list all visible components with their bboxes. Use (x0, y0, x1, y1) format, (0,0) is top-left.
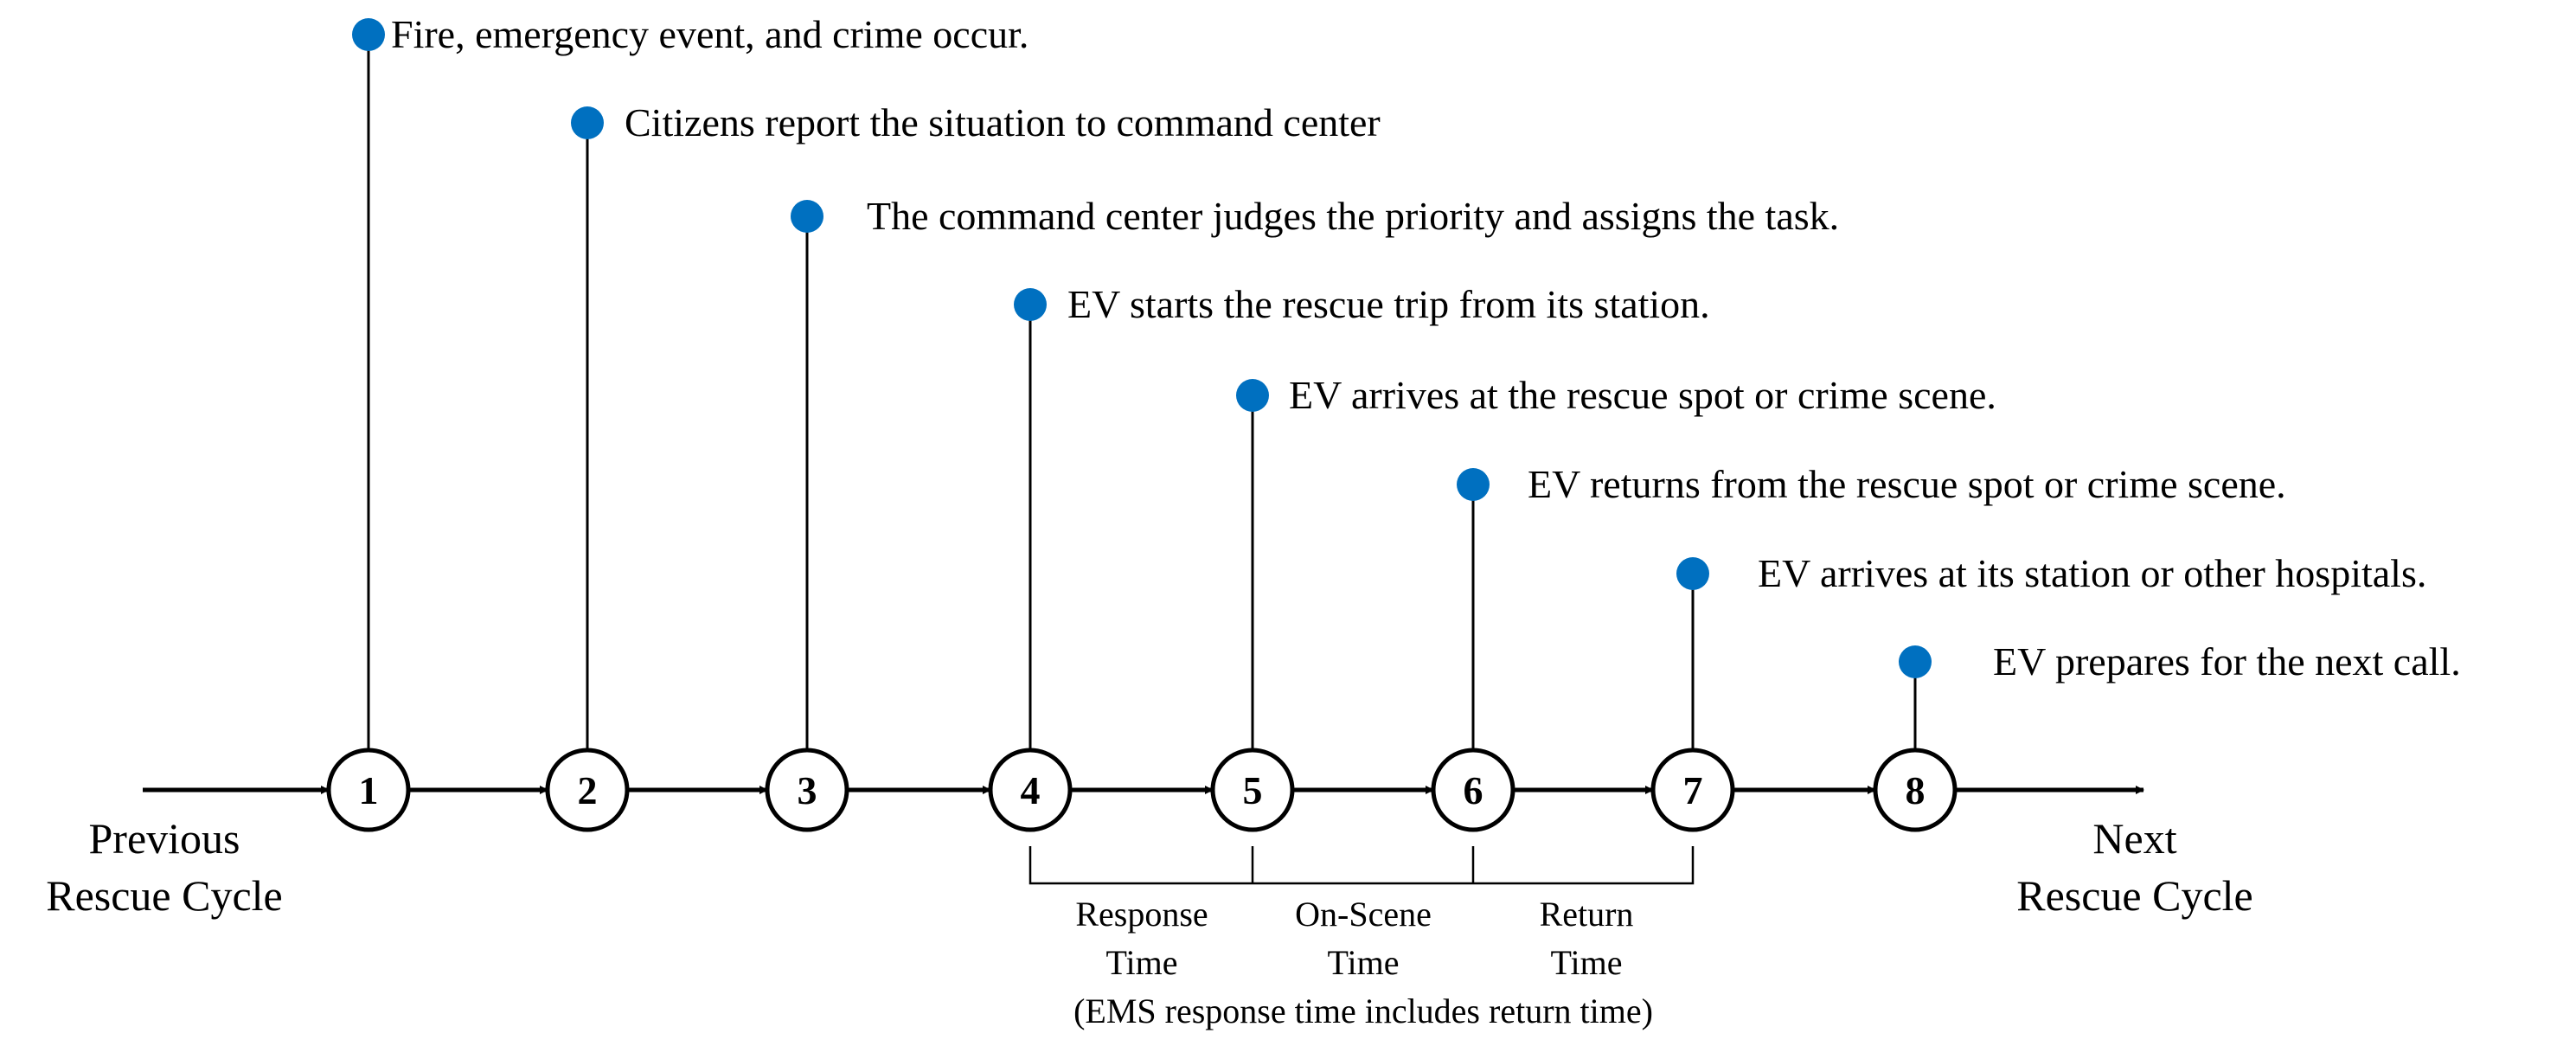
event-label-6: EV returns from the rescue spot or crime… (1528, 462, 2286, 506)
timeline-node-7 (1650, 748, 1735, 832)
event-marker-1 (352, 18, 385, 51)
event-marker-8 (1899, 645, 1932, 678)
event-marker-6 (1457, 468, 1490, 501)
on-scene-time-line2: Time (1327, 943, 1399, 982)
event-label-7: EV arrives at its station or other hospi… (1758, 551, 2426, 595)
return-time-line1: Return (1540, 895, 1634, 934)
on-scene-time-line1: On-Scene (1295, 895, 1432, 934)
response-time-line2: Time (1105, 943, 1177, 982)
event-labels: Fire, emergency event, and crime occur. C… (352, 12, 2461, 684)
phase-bracket (1028, 846, 1695, 885)
node-number-6: 6 (1464, 768, 1483, 812)
next-cycle-line1: Next (2092, 814, 2176, 863)
timeline-node-2 (545, 748, 630, 832)
event-label-3: The command center judges the priority a… (867, 194, 1839, 238)
event-label-5: EV arrives at the rescue spot or crime s… (1289, 373, 1996, 417)
timeline-nodes: 1 2 3 4 5 6 7 8 (326, 748, 1958, 832)
event-marker-5 (1236, 379, 1269, 412)
node-number-1: 1 (359, 768, 379, 812)
event-marker-3 (791, 200, 823, 233)
event-label-2: Citizens report the situation to command… (625, 100, 1381, 144)
event-marker-2 (571, 106, 604, 139)
previous-cycle-line2: Rescue Cycle (46, 871, 283, 920)
previous-cycle-line1: Previous (89, 814, 240, 863)
timeline-node-5 (1210, 748, 1295, 832)
phase-brackets (1028, 846, 1695, 885)
node-number-2: 2 (578, 768, 598, 812)
node-number-4: 4 (1021, 768, 1041, 812)
node-number-3: 3 (798, 768, 817, 812)
event-marker-4 (1014, 288, 1047, 321)
timeline-node-3 (765, 748, 849, 832)
node-number-7: 7 (1683, 768, 1703, 812)
event-label-8: EV prepares for the next call. (1993, 639, 2461, 684)
timeline-node-8 (1873, 748, 1958, 832)
next-cycle-line2: Rescue Cycle (2016, 871, 2253, 920)
event-label-1: Fire, emergency event, and crime occur. (391, 12, 1028, 56)
node-number-8: 8 (1906, 768, 1926, 812)
node-number-5: 5 (1243, 768, 1263, 812)
timeline-node-1 (326, 748, 411, 832)
event-stems (367, 35, 1917, 750)
event-label-4: EV starts the rescue trip from its stati… (1067, 282, 1710, 326)
ems-response-note: (EMS response time includes return time) (1073, 992, 1653, 1030)
timeline-node-6 (1431, 748, 1515, 832)
event-marker-7 (1676, 557, 1709, 590)
response-time-line1: Response (1075, 895, 1208, 934)
timeline-node-4 (988, 748, 1073, 832)
return-time-line2: Time (1550, 943, 1622, 982)
